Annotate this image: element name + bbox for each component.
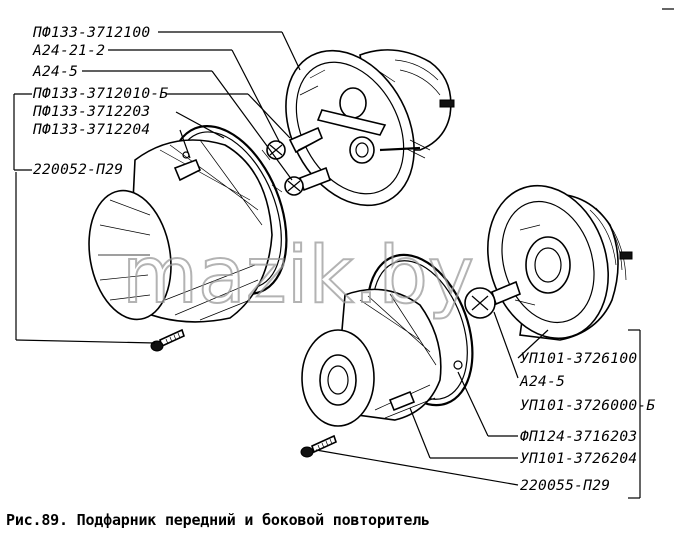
label-pf133-3712010-b: ПФ133-3712010-Б	[32, 86, 168, 102]
label-220055-p29: 220055-П29	[520, 478, 610, 494]
label-a24-5-lower: А24-5	[519, 374, 565, 390]
label-up101-3726000-b: УП101-3726000-Б	[520, 398, 655, 414]
leader-lines	[13, 31, 641, 499]
label-220052-p29: 220052-П29	[33, 162, 123, 178]
repeater-housing	[487, 184, 633, 341]
repeater-lens	[301, 288, 442, 427]
screw-220052	[150, 328, 185, 352]
front-lamp-housing	[285, 49, 455, 207]
label-fp124-3716203: ФП124-3716203	[520, 429, 637, 445]
bulb-a24-5-lower	[464, 280, 521, 319]
label-pf133-3712204: ПФ133-3712204	[32, 122, 150, 138]
label-pf133-3712203: ПФ133-3712203	[32, 104, 150, 120]
watermark: mazik.by	[122, 231, 474, 321]
screw-220055	[300, 434, 337, 458]
bulb-a24-5-upper	[284, 166, 332, 196]
bulb-a24-21-2	[266, 126, 324, 160]
figure-caption: Рис.89. Подфарник передний и боковой пов…	[6, 511, 430, 529]
label-up101-3726100: УП101-3726100	[520, 351, 637, 367]
label-pf133-3712100: ПФ133-3712100	[32, 25, 150, 41]
label-a24-5-upper: А24-5	[32, 64, 78, 80]
front-lamp-lens	[88, 139, 273, 323]
label-up101-3726204: УП101-3726204	[520, 451, 637, 467]
label-a24-21-2: А24-21-2	[32, 43, 105, 59]
